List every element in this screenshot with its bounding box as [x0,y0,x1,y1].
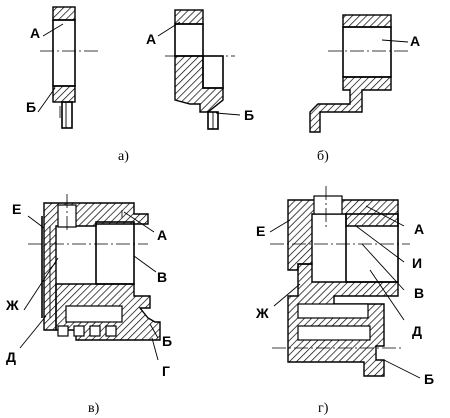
housing-outer-wall [43,202,149,331]
leader-a [381,39,409,43]
label-d: Д [6,349,16,365]
label-a: А [410,33,420,49]
sketch-g: Е А И В Ж Д Б [255,186,434,387]
leader-d [369,269,405,321]
bore-cavity [95,221,135,285]
leader-b [149,323,159,339]
leader-zh [23,257,59,311]
sketch-a: А Б [26,6,100,129]
label-e: Е [256,223,265,239]
lower-section [174,55,224,113]
label-v: В [157,269,167,285]
caption-g: г) [318,401,329,416]
label-e: Е [12,201,21,217]
leader-d [19,315,47,349]
inner-cavity [65,305,123,323]
leader-v [133,255,157,273]
leader-a [42,23,64,37]
label-a: А [157,227,167,243]
caption-v: в) [88,401,100,416]
label-g: Г [162,363,170,379]
upper-flange-section [342,14,392,28]
label-zh: Ж [5,297,19,313]
inner-cavity-lower [297,325,371,341]
leader-b [383,359,421,379]
leader-b [37,87,56,113]
label-b: Б [162,333,172,349]
step-body [202,55,224,89]
bore-body [342,26,392,78]
bore-body [174,23,204,57]
leader-a [365,205,405,227]
lower-flange-section [52,85,76,103]
leader-g [151,337,159,361]
inner-cavity-upper [297,303,369,319]
sketch-v: Е А В Ж Д Б Г [5,194,172,379]
leader-a [123,211,155,233]
sketch-b-right: А [309,14,420,133]
label-b: Б [244,107,254,123]
leader-v [361,243,405,291]
label-v: В [414,285,424,301]
lower-section [309,76,392,133]
base-section [287,263,399,377]
sketch-b-middle: А Б [146,9,254,130]
label-b: Б [424,371,434,387]
leader-b [215,112,241,116]
label-i: И [412,255,422,271]
label-a: А [30,25,40,41]
caption-b: б) [317,149,329,164]
leader-i [355,225,405,263]
leader-zh [273,283,301,307]
upper-flange-section [174,9,204,25]
label-b: Б [26,99,36,115]
label-a: А [146,31,156,47]
top-boss [313,195,343,215]
bore-body [52,19,76,87]
label-d: Д [412,323,422,339]
leader-e [27,215,45,229]
hub [61,101,73,129]
leader-e [269,219,291,233]
housing-upper-wall [287,199,399,271]
caption-a: а) [118,149,129,164]
label-a: А [414,221,424,237]
upper-flange-section [52,6,76,21]
leader-a [157,21,181,37]
label-zh: Ж [255,305,269,321]
